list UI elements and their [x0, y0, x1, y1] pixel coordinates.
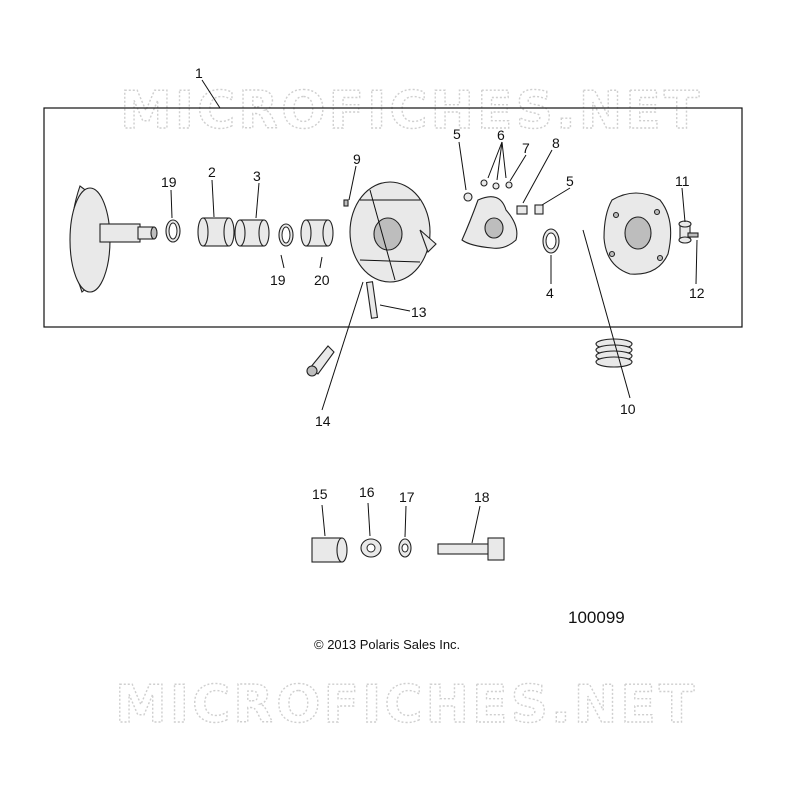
drawing-number: 100099: [568, 608, 625, 627]
callout-20: 20: [314, 272, 330, 288]
callout-1: 1: [195, 65, 203, 81]
callout-4: 4: [546, 285, 554, 301]
callout-10: 10: [620, 401, 636, 417]
button-5-right: [534, 204, 544, 215]
callout-17: 17: [399, 489, 415, 505]
callout-18: 18: [474, 489, 490, 505]
leader-1: [201, 79, 221, 109]
screw-12: [687, 232, 699, 238]
callout-12: 12: [689, 285, 705, 301]
callout-5-left: 5: [453, 126, 461, 142]
washer-17: [398, 538, 412, 558]
callout-numbers: 1 2 3 4 5 5 6 7 8 9 10 11 12 13 14 15 16…: [161, 65, 705, 505]
callout-14: 14: [315, 413, 331, 429]
assembly-box: [43, 107, 743, 328]
watermark-top: MICROFICHES.NET: [120, 81, 702, 141]
callout-13: 13: [411, 304, 427, 320]
o-ring-6a: [480, 179, 488, 187]
sheave-cover: [603, 192, 672, 275]
callout-7: 7: [522, 140, 530, 156]
callout-5-right: 5: [566, 173, 574, 189]
spring-10: [595, 338, 633, 368]
callout-16: 16: [359, 484, 375, 500]
watermark-bottom: MICROFICHES.NET: [115, 675, 697, 735]
washer-16: [360, 538, 382, 558]
callout-9: 9: [353, 151, 361, 167]
callout-8: 8: [552, 135, 560, 151]
bolt-18: [437, 537, 505, 561]
o-ring-6b: [492, 182, 500, 190]
spacer-15: [311, 537, 348, 563]
callout-6: 6: [497, 127, 505, 143]
bushing-3: [234, 219, 270, 247]
leader-lines: [170, 141, 698, 544]
moveable-sheave: [343, 181, 437, 283]
callout-11: 11: [675, 173, 690, 189]
roller-pin-14: [306, 345, 335, 377]
o-ring-7: [505, 181, 513, 189]
copyright-notice: © 2013 Polaris Sales Inc.: [314, 637, 460, 652]
stationary-sheave: [69, 185, 158, 293]
callout-2: 2: [208, 164, 216, 180]
pin-13: [365, 281, 379, 319]
callout-19-right: 19: [270, 272, 286, 288]
bushing-11: [678, 220, 692, 244]
bushing-2: [197, 217, 235, 247]
washer-19-right: [278, 223, 294, 247]
washer-19-left: [165, 219, 181, 243]
callout-19-left: 19: [161, 174, 177, 190]
callout-15: 15: [312, 486, 328, 502]
bushing-20: [300, 219, 334, 247]
callout-3: 3: [253, 168, 261, 184]
pin-8: [516, 205, 528, 215]
spider: [461, 192, 518, 249]
